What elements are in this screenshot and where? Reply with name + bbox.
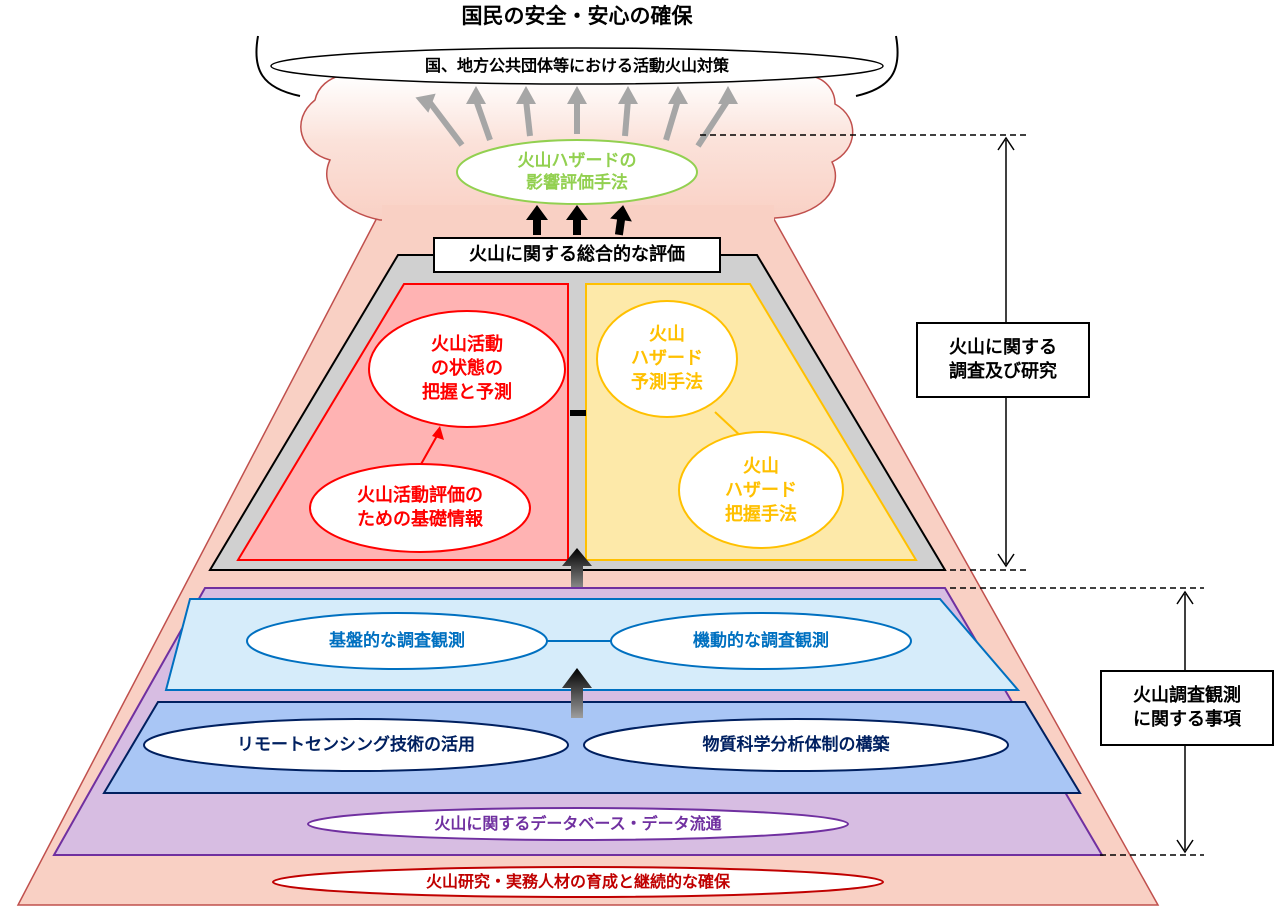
activity-state-label: 火山活動 の状態の 把握と予測	[422, 334, 512, 403]
human-resources-ellipse	[272, 866, 884, 898]
top-bracket-left	[255, 35, 301, 97]
material-science-label: 物質科学分析体制の構築	[702, 734, 890, 755]
black-upward-arrows	[526, 205, 632, 236]
top-bracket-right	[855, 35, 899, 97]
remote-sensing-label: リモートセンシング技術の活用	[237, 734, 475, 755]
survey-side-label: 火山調査観測 に関する事項	[1100, 670, 1274, 746]
basic-observation-label: 基盤的な調査観測	[329, 630, 465, 651]
hazard-impact-ellipse	[456, 139, 698, 205]
hazard-grasp-ellipse	[678, 431, 844, 549]
material-science-ellipse	[583, 718, 1009, 772]
hazard-impact-label: 火山ハザードの 影響評価手法	[517, 150, 637, 193]
policy-label: 国、地方公共団体等における活動火山対策	[424, 56, 729, 76]
policy-ellipse	[270, 47, 884, 85]
evaluation-banner-box	[433, 237, 721, 273]
database-label: 火山に関するデータベース・データ流通	[434, 814, 722, 834]
big-arrow-lower	[562, 668, 592, 718]
hazard-prediction-label: 火山 ハザード 予測手法	[631, 324, 703, 393]
big-arrow-upper	[562, 548, 592, 603]
basic-observation-ellipse	[246, 612, 548, 670]
human-resources-label: 火山研究・実務人材の育成と継続的な確保	[425, 872, 730, 892]
research-side-label: 火山に関する 調査及び研究	[916, 322, 1090, 398]
mobile-observation-label: 機動的な調査観測	[693, 630, 829, 651]
hazard-grasp-label: 火山 ハザード 把握手法	[725, 456, 797, 525]
activity-state-ellipse	[368, 310, 566, 428]
activity-connector	[419, 433, 439, 467]
activity-basis-label: 火山活動評価の ための基礎情報	[357, 485, 483, 530]
remote-sensing-ellipse	[143, 718, 569, 772]
database-ellipse	[307, 807, 849, 841]
gray-upward-arrows	[415, 86, 738, 148]
activity-basis-ellipse	[309, 463, 531, 553]
hazard-prediction-ellipse	[596, 300, 738, 418]
page-title: 国民の安全・安心の確保	[461, 4, 693, 29]
panel-link	[570, 410, 586, 416]
mobile-observation-ellipse	[610, 612, 912, 670]
evaluation-banner-label: 火山に関する総合的な評価	[469, 244, 685, 266]
